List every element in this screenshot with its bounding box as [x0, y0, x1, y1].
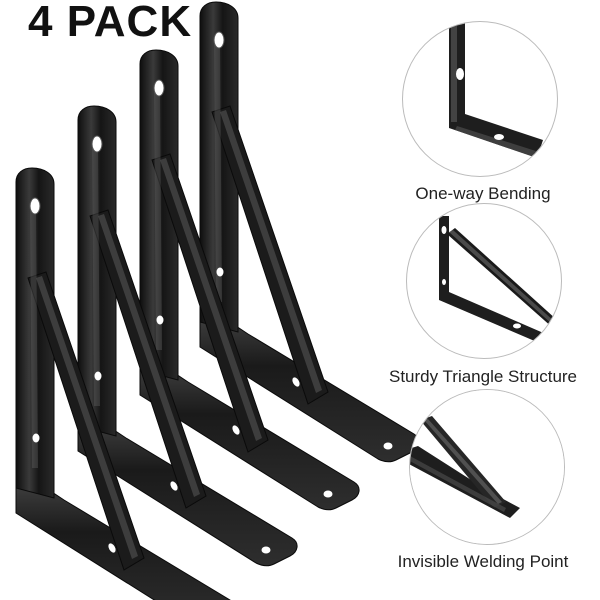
feature-label-triangle: Sturdy Triangle Structure	[388, 367, 578, 386]
weld-detail-icon	[409, 389, 565, 545]
bend-detail-icon	[402, 21, 558, 177]
triangle-detail-icon	[406, 203, 562, 359]
pack-count-title: 4 PACK	[28, 0, 193, 46]
feature-label-bending: One-way Bending	[415, 184, 551, 203]
feature-label-welding: Invisible Welding Point	[397, 552, 569, 571]
